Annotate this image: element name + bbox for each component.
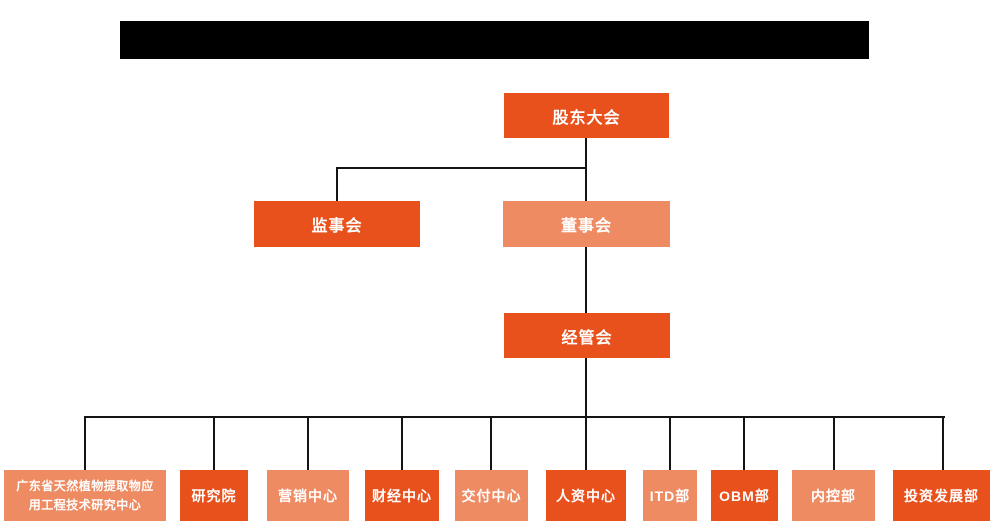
connector-drop-0 xyxy=(84,416,86,470)
org-node-label: 监事会 xyxy=(311,218,363,235)
connector-drop-8 xyxy=(833,416,835,470)
org-node-research-institute: 研究院 xyxy=(180,470,248,521)
connector-drop-9 xyxy=(942,416,944,470)
org-node-label: 广东省天然植物提取物应用工程技术研究中心 xyxy=(16,478,154,512)
org-node-board-of-directors: 董事会 xyxy=(503,201,670,247)
org-node-finance-center: 财经中心 xyxy=(365,470,439,521)
org-node-delivery-center: 交付中心 xyxy=(455,470,528,521)
org-node-investment-development-department: 投资发展部 xyxy=(893,470,990,521)
org-node-label: 股东大会 xyxy=(552,109,621,127)
org-node-marketing-center: 营销中心 xyxy=(267,470,349,521)
connector-supervisors-down xyxy=(336,167,338,201)
connector-drop-2 xyxy=(307,416,309,470)
org-node-management-committee: 经管会 xyxy=(504,313,670,358)
org-node-research-center: 广东省天然植物提取物应用工程技术研究中心 xyxy=(4,470,166,521)
org-node-hr-center: 人资中心 xyxy=(546,470,626,521)
org-node-obm-department: OBM部 xyxy=(711,470,778,521)
connector-board-to-management xyxy=(585,247,587,313)
connector-drop-3 xyxy=(401,416,403,470)
org-node-label: 人资中心 xyxy=(556,487,616,504)
connector-branch-horizontal xyxy=(336,167,587,169)
connector-root-down xyxy=(585,138,587,201)
org-node-supervisory-board: 监事会 xyxy=(254,201,420,247)
org-node-label: 董事会 xyxy=(560,218,612,235)
connector-drop-7 xyxy=(743,416,745,470)
org-node-itd-department: ITD部 xyxy=(643,470,697,521)
org-node-label: OBM部 xyxy=(719,487,770,504)
org-node-internal-control-department: 内控部 xyxy=(792,470,875,521)
connector-drop-6 xyxy=(669,416,671,470)
connector-departments-horizontal xyxy=(84,416,945,418)
connector-management-down xyxy=(585,358,587,418)
org-node-label: 经管会 xyxy=(561,329,613,347)
org-node-label: 财经中心 xyxy=(372,487,432,504)
org-node-label: 交付中心 xyxy=(461,487,522,504)
org-node-label: 投资发展部 xyxy=(904,487,979,504)
org-node-shareholders-meeting: 股东大会 xyxy=(504,93,669,138)
connector-drop-4 xyxy=(490,416,492,470)
org-node-label: 营销中心 xyxy=(278,487,338,504)
org-node-label: 内控部 xyxy=(811,487,856,504)
org-node-label: ITD部 xyxy=(649,487,691,504)
connector-drop-1 xyxy=(213,416,215,470)
connector-drop-5 xyxy=(585,416,587,470)
redacted-title-bar xyxy=(120,21,869,59)
org-node-label: 研究院 xyxy=(191,487,237,504)
